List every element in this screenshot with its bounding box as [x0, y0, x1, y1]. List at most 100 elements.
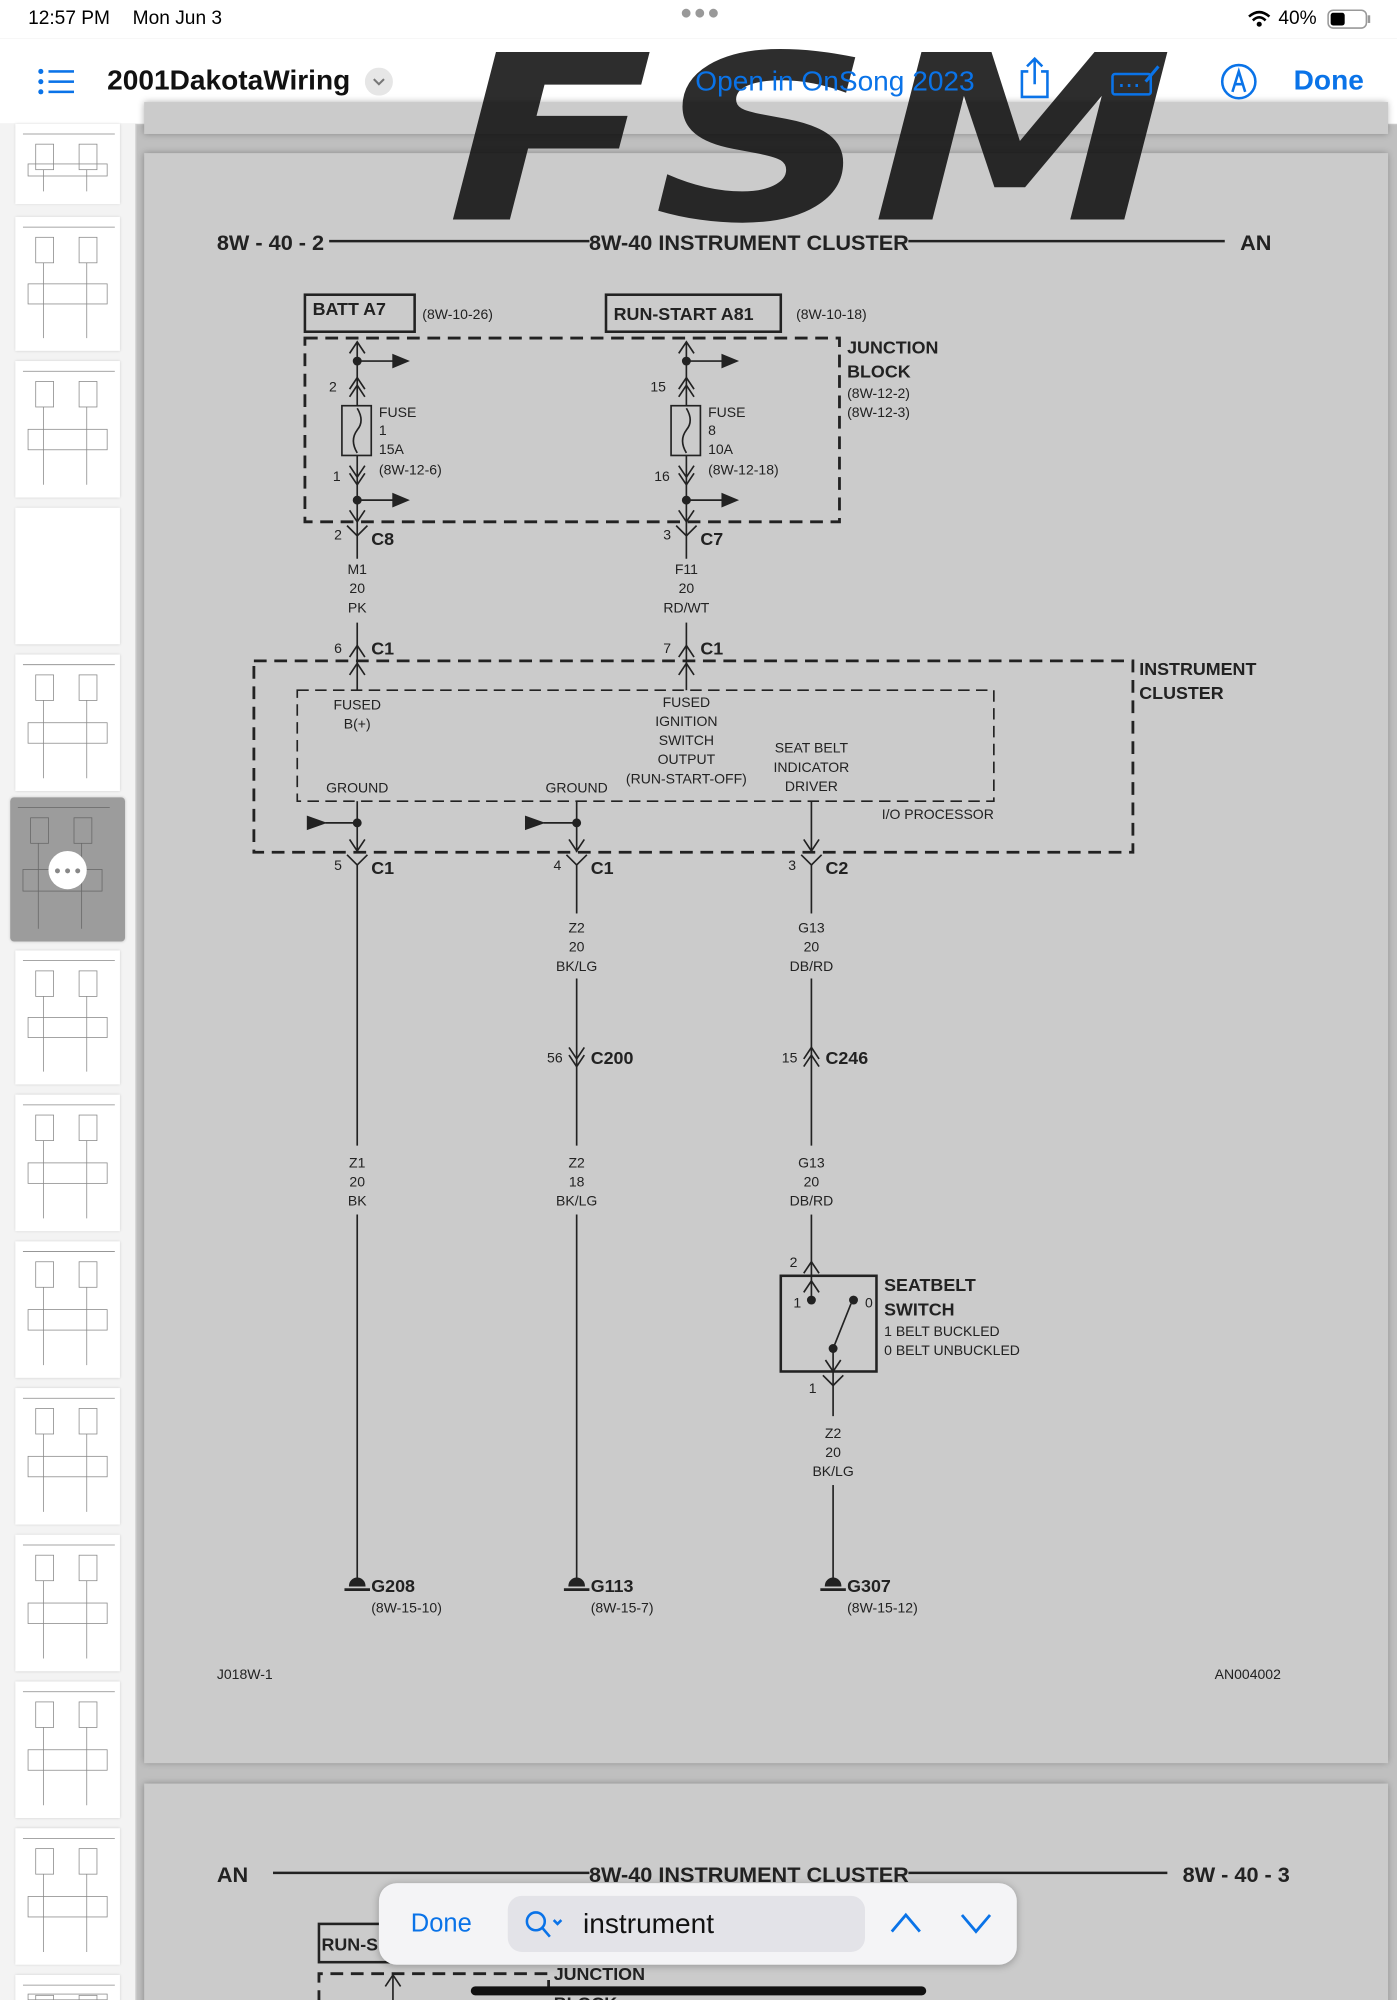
thumbnail-preview: [22, 133, 115, 192]
diagram-label: (8W-12-18): [708, 462, 779, 478]
title-chevron-down-icon[interactable]: [364, 67, 393, 96]
page-thumbnail[interactable]: [15, 361, 120, 498]
diagram-label: G13: [798, 920, 825, 936]
diagram-label: JUNCTION: [554, 1964, 645, 1984]
diagram-label: 20: [825, 1444, 841, 1460]
diagram-label: GROUND: [326, 779, 388, 795]
page-thumbnail[interactable]: [15, 1974, 120, 2000]
switch-contact-0-icon: [849, 1295, 858, 1305]
connector-chevron-icon: [678, 472, 695, 487]
diagram-label: 15: [782, 1050, 798, 1066]
figure-code: AN004002: [1215, 1666, 1281, 1682]
thumbnail-more-options-icon[interactable]: ● ● ●: [48, 850, 87, 890]
page-thumbnail-sidebar[interactable]: ● ● ●: [0, 123, 137, 2000]
page-thumbnail[interactable]: [15, 507, 120, 645]
connector-chevron-icon: [678, 465, 695, 479]
find-done-button[interactable]: Done: [410, 1909, 472, 1938]
page-thumbnail[interactable]: [15, 1388, 120, 1525]
done-button[interactable]: Done: [1293, 63, 1364, 96]
diagram-label: 15A: [379, 441, 405, 457]
page-thumbnail[interactable]: [15, 1094, 120, 1232]
page-code: AN: [217, 1862, 248, 1887]
arrow-up-icon: [348, 661, 366, 676]
outline-list-icon[interactable]: [37, 68, 75, 96]
ground-ref: (8W-15-12): [847, 1600, 918, 1616]
connector-chevron-icon: [348, 465, 366, 479]
diagram-label: IGNITION: [655, 713, 717, 729]
diagram-label: BK: [348, 1193, 367, 1209]
page-thumbnail[interactable]: ● ● ●: [10, 797, 126, 942]
diagram-label: BK/LG: [556, 1193, 597, 1209]
diagram-label: BK/LG: [556, 958, 597, 974]
keyboard-markup-icon[interactable]: [1110, 64, 1161, 97]
diagram-label: 1: [379, 422, 387, 438]
search-options-icon[interactable]: [523, 1909, 566, 1942]
diagram-label: 5: [334, 857, 342, 873]
thumbnail-preview: [22, 960, 115, 1072]
seatbelt-switch-box: [779, 1274, 878, 1373]
share-icon[interactable]: [1018, 56, 1051, 99]
connector-y-icon: [346, 525, 369, 538]
connector-chevron-icon: [678, 383, 695, 398]
thumbnail-preview: [17, 807, 110, 929]
thumbnail-preview: [22, 664, 115, 779]
battery-icon: [1327, 9, 1371, 29]
diagram-label: 10A: [708, 441, 734, 457]
document-title[interactable]: 2001DakotaWiring: [107, 63, 351, 96]
page-thumbnail[interactable]: [15, 1534, 120, 1672]
page-thumbnail[interactable]: [15, 1681, 120, 1819]
diagram-label: DRIVER: [785, 778, 838, 794]
page-thumbnail[interactable]: [15, 1828, 120, 1965]
page-thumbnail[interactable]: [15, 654, 120, 791]
diagram-label: 7: [663, 640, 671, 656]
page-thumbnail[interactable]: [15, 1241, 120, 1378]
open-in-onsong-button[interactable]: Open in OnSong 2023: [695, 65, 975, 97]
previous-match-chevron-up-icon[interactable]: [889, 1911, 922, 1934]
diagram-label: FUSED: [663, 694, 711, 710]
diagram-label: BLOCK: [554, 1993, 618, 2000]
home-indicator[interactable]: [470, 1986, 927, 1996]
ground-id: G208: [371, 1576, 415, 1596]
connector-chevron-icon: [568, 1046, 586, 1061]
diagram-label: DB/RD: [790, 958, 834, 974]
ground-id: G307: [847, 1576, 891, 1596]
thumbnail-preview: [22, 1838, 115, 1952]
junction-block-boundary: [303, 336, 841, 524]
markup-pen-icon[interactable]: [1220, 63, 1258, 101]
diagram-label: RUN-S: [322, 1935, 379, 1955]
arrow-down-icon: [348, 509, 366, 524]
diagram-label: (8W-12-3): [847, 404, 910, 420]
fuse-element-icon: [352, 407, 362, 454]
diagram-label: 56: [547, 1050, 563, 1066]
diagram-label: (8W-10-18): [796, 306, 867, 322]
page-thumbnail[interactable]: [15, 950, 120, 1085]
diagram-label: GROUND: [546, 779, 608, 795]
next-match-chevron-down-icon[interactable]: [959, 1911, 992, 1934]
diagram-label: (RUN-START-OFF): [626, 770, 747, 786]
diagram-label: SWITCH: [659, 732, 714, 748]
diagram-label: 16: [654, 468, 670, 484]
find-search-field[interactable]: instrument: [507, 1895, 865, 1952]
page-thumbnail[interactable]: [15, 123, 120, 205]
fuse-element-icon: [681, 407, 692, 454]
thumbnail-preview: [22, 1691, 115, 1806]
diagram-label: 20: [349, 1173, 365, 1189]
connector-chevron-icon: [678, 376, 695, 390]
connector-y-icon: [822, 1374, 844, 1387]
page-thumbnail[interactable]: [15, 216, 120, 351]
wire-gauge: 20: [349, 580, 365, 596]
diagram-label: SEAT BELT: [775, 740, 849, 756]
branch-arrow-icon: [392, 492, 410, 508]
connector-y-icon: [346, 854, 369, 867]
diagram-label: OUTPUT: [658, 751, 716, 767]
find-query[interactable]: instrument: [583, 1907, 715, 1940]
diagram-label: BLOCK: [847, 362, 911, 382]
diagram-label: FUSE: [708, 404, 745, 420]
connector-y-icon: [800, 854, 823, 867]
diagram-label: 20: [804, 1173, 820, 1189]
diagram-label: Z2: [568, 920, 585, 936]
multitasking-dots-icon[interactable]: ●●●: [680, 2, 721, 25]
page-number: 8W - 40 - 2: [217, 230, 324, 255]
connector-chevron-icon: [568, 1054, 586, 1069]
